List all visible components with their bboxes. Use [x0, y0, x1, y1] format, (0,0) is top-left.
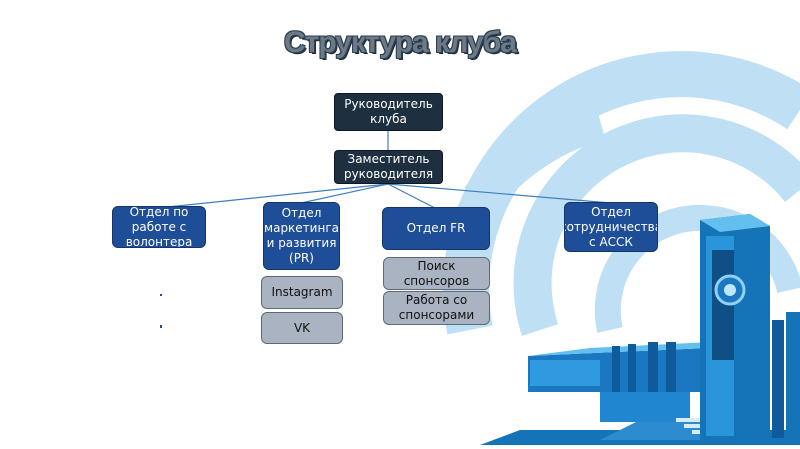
building-illustration — [480, 214, 800, 445]
node-sponsor-search: Поиск спонсоров — [383, 257, 490, 290]
page-title: Структура клуба — [283, 26, 517, 59]
node-marketing-department: Отдел маркетинга и развития (PR) — [263, 202, 340, 270]
node-volunteer-department: Отдел по работе с волонтера — [112, 206, 206, 248]
node-volunteer-label: Отдел по работе с волонтера — [125, 206, 193, 248]
node-head-label: Руководитель клуба — [344, 97, 433, 126]
node-sponsor-work-label: Работа со спонсорами — [398, 293, 475, 322]
node-deputy: Заместитель руководителя — [334, 150, 443, 184]
node-fr-department: Отдел FR — [382, 207, 490, 250]
node-cooperation-department: Отдел сотрудничества с АССК — [564, 202, 658, 252]
node-instagram-label: Instagram — [271, 285, 333, 299]
node-fr-label: Отдел FR — [406, 221, 466, 235]
node-sponsor-work: Работа со спонсорами — [383, 291, 490, 325]
node-sponsor-search-label: Поиск спонсоров — [403, 258, 470, 288]
node-cooperation-label: Отдел сотрудничества с АССК — [564, 204, 658, 249]
node-instagram: Instagram — [261, 276, 343, 309]
node-deputy-label: Заместитель руководителя — [343, 152, 434, 181]
node-vk-label: VK — [293, 320, 311, 335]
node-marketing-label: Отдел маркетинга и развития (PR) — [264, 206, 339, 265]
node-vk: VK — [261, 312, 343, 344]
node-head: Руководитель клуба — [334, 93, 443, 131]
